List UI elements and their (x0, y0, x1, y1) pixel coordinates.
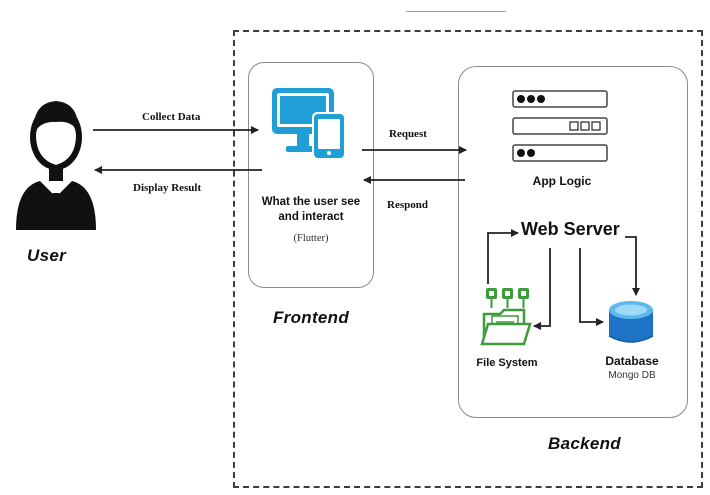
frontend-description: What the user see and interact (261, 196, 361, 223)
webserver-to-db-arrow-b (625, 236, 640, 296)
backend-label: Backend (548, 434, 621, 453)
user-silhouette-icon (16, 101, 96, 230)
webserver-to-db-arrow-a (579, 248, 604, 326)
fs-to-webserver-arrow (487, 229, 519, 284)
respond-label: Respond (387, 199, 428, 211)
server-rack-icon (512, 90, 608, 162)
frontend-label: Frontend (273, 308, 350, 327)
database-label: Database (605, 354, 659, 368)
top-divider-line (406, 11, 506, 12)
request-label: Request (389, 128, 427, 140)
app-logic-label: App Logic (532, 174, 592, 188)
display-result-label: Display Result (133, 182, 202, 194)
database-cylinder-icon (608, 301, 654, 343)
file-system-label: File System (476, 357, 538, 369)
collect-data-label: Collect Data (142, 111, 201, 123)
webserver-to-fs-arrow (533, 248, 551, 330)
web-server-label: Web Server (521, 219, 620, 239)
frontend-card (248, 62, 374, 288)
user-label: User (27, 246, 67, 265)
monitor-tablet-icon (272, 88, 346, 160)
folder-network-icon (480, 288, 532, 346)
database-subtitle: Mongo DB (608, 370, 656, 381)
frontend-technology: (Flutter) (293, 233, 329, 244)
system-boundary-box (233, 30, 703, 488)
